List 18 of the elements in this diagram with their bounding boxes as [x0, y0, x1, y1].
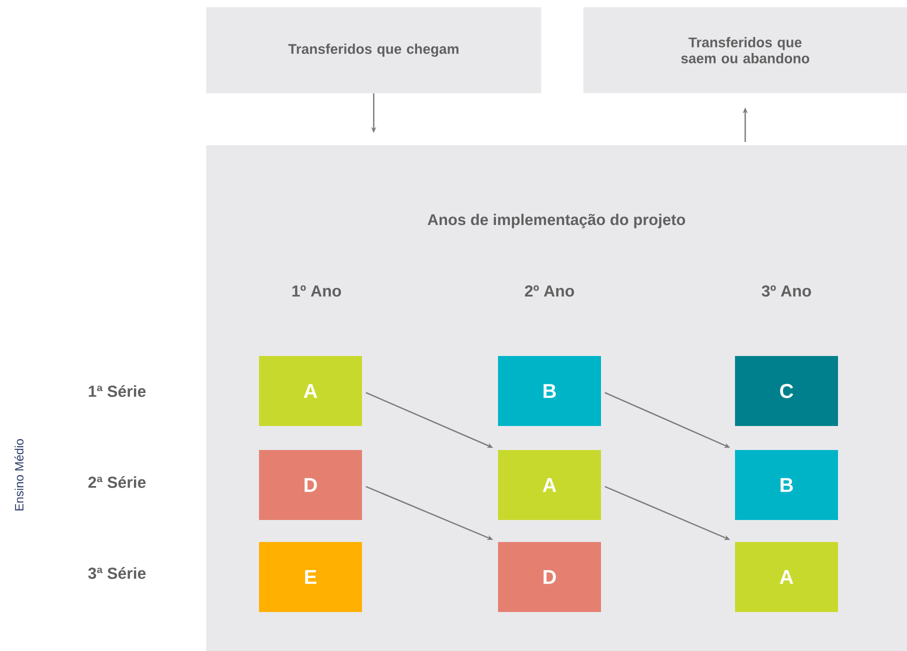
letter-box: B: [735, 450, 838, 520]
letter-box: D: [498, 542, 601, 612]
row-heading: 2ª Série: [88, 476, 146, 488]
letter-box: E: [259, 542, 362, 612]
col-heading: 1º Ano: [292, 285, 341, 297]
axis-label: Ensino Médio: [14, 439, 24, 510]
row-heading: 1ª Série: [88, 385, 146, 397]
header-box: Transferidos que chegam: [206, 7, 542, 94]
letter-box: A: [498, 450, 601, 520]
letter-box: A: [259, 356, 362, 426]
letter-box: B: [498, 356, 601, 426]
col-heading: 3º Ano: [762, 285, 811, 297]
col-heading: 2º Ano: [524, 285, 574, 297]
letter-box: C: [735, 356, 838, 426]
letter-box: D: [259, 450, 362, 520]
header-box: Transferidos que saem ou abandono: [583, 7, 907, 94]
letter-box: A: [735, 542, 838, 612]
row-heading: 3ª Série: [88, 567, 146, 579]
